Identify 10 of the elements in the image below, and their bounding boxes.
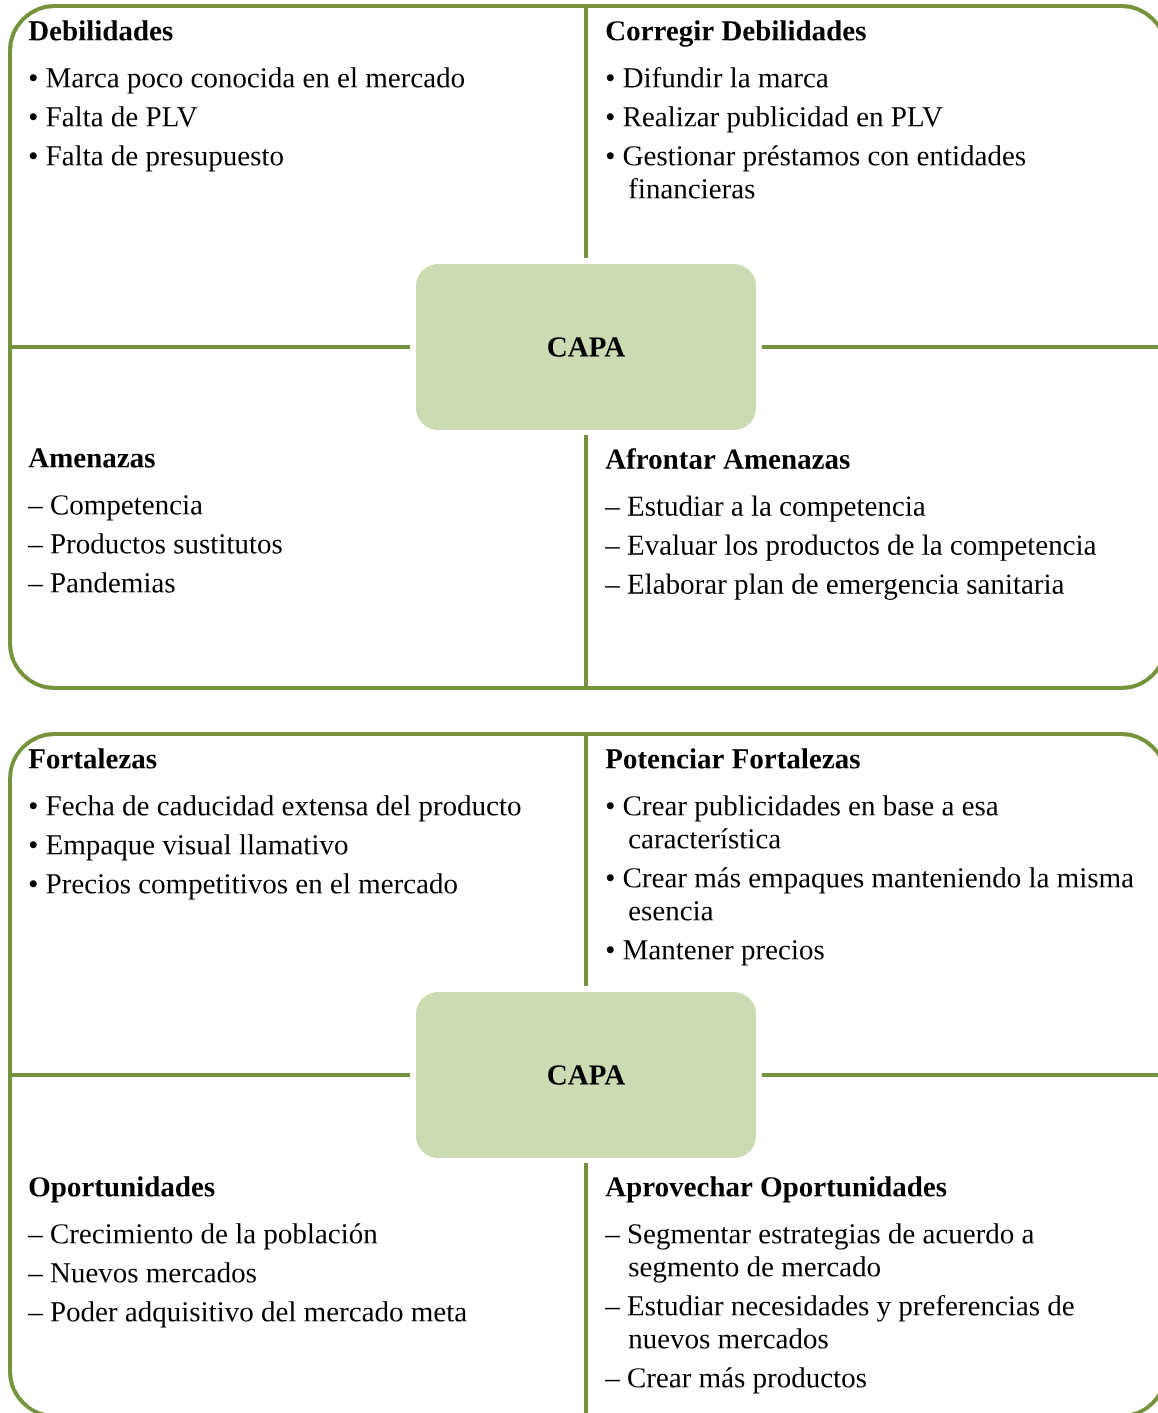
quadrant-text: Aprovechar Oportunidades – Segmentar estrategias de acuerdo a segmento de mercado – Estudiar necesidades y preferencias de nuevos mercados – Crear más productos	[605, 1176, 1074, 1394]
quadrant-text: Oportunidades – Crecimiento de la población – Nuevos mercados – Poder adquisitivo del mercado meta	[28, 1176, 467, 1328]
quadrant-text: Potenciar Fortalezas • Crear publicidades en base a esa característica • Crear más empaques manteniendo la misma esencia • Mantener precios	[605, 748, 1134, 966]
center-box: CAPA	[416, 264, 756, 430]
quadrant-text: Amenazas – Competencia – Productos sustitutos – Pandemias	[28, 448, 282, 593]
quadrant-text: Debilidades • Marca poco conocida en el mercado • Falta de PLV • Falta de presupuesto	[28, 20, 465, 172]
center-box: CAPA	[416, 992, 756, 1158]
quadrant-text: Corregir Debilidades • Difundir la marca • Realizar publicidad en PLV • Gestionar préstamos con entidades financieras	[606, 20, 1026, 199]
quadrant-text: Afrontar Amenazas – Estudiar a la competencia – Evaluar los productos de la competencia – Elaborar plan de emergencia sanitaria	[605, 448, 1097, 600]
quadrant-text: Fortalezas • Fecha de caducidad extensa del producto • Empaque visual llamativo • Precios competitivos en el mercado	[28, 748, 521, 900]
